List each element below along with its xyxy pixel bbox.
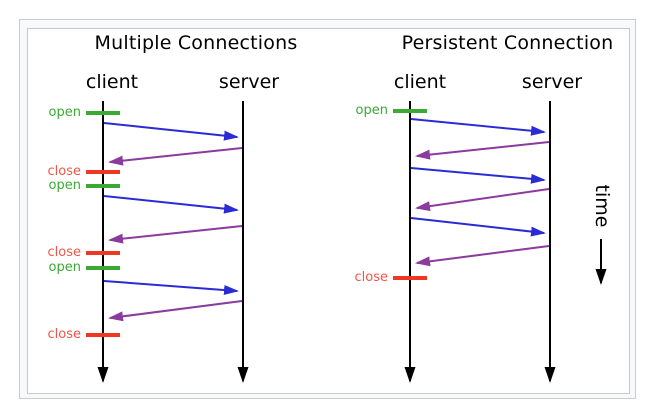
request-arrow <box>103 195 239 214</box>
diagram-canvas: Multiple Connections client server open … <box>27 28 630 394</box>
diagram-title-multiple: Multiple Connections <box>94 32 298 54</box>
open-label: open <box>48 178 81 193</box>
multiple-connections-diagram <box>86 101 249 383</box>
client-label: client <box>393 71 447 93</box>
request-arrow <box>103 280 239 296</box>
response-arrow <box>415 188 550 212</box>
image-frame: Multiple Connections client server open … <box>19 19 636 399</box>
diagram-title-persistent: Persistent Connection <box>401 32 614 54</box>
response-arrow <box>415 245 550 267</box>
response-arrow <box>108 300 243 322</box>
open-label: open <box>48 105 81 120</box>
close-label: close <box>47 327 81 342</box>
persistent-connection-diagram <box>393 101 556 383</box>
response-arrow <box>108 147 243 166</box>
open-label: open <box>355 103 388 118</box>
close-label: close <box>47 164 81 179</box>
request-arrow <box>103 122 239 141</box>
open-label: open <box>48 260 81 275</box>
client-label: client <box>85 71 139 93</box>
server-label: server <box>218 71 280 93</box>
request-arrow <box>410 118 546 136</box>
response-arrow <box>415 141 550 160</box>
time-axis-label: time <box>591 184 613 228</box>
diagram-graphics <box>86 101 607 383</box>
response-arrow <box>108 225 243 244</box>
close-label: close <box>354 270 388 285</box>
request-arrow <box>410 167 546 184</box>
server-label: server <box>521 71 583 93</box>
close-label: close <box>47 245 81 260</box>
request-arrow <box>410 217 546 237</box>
